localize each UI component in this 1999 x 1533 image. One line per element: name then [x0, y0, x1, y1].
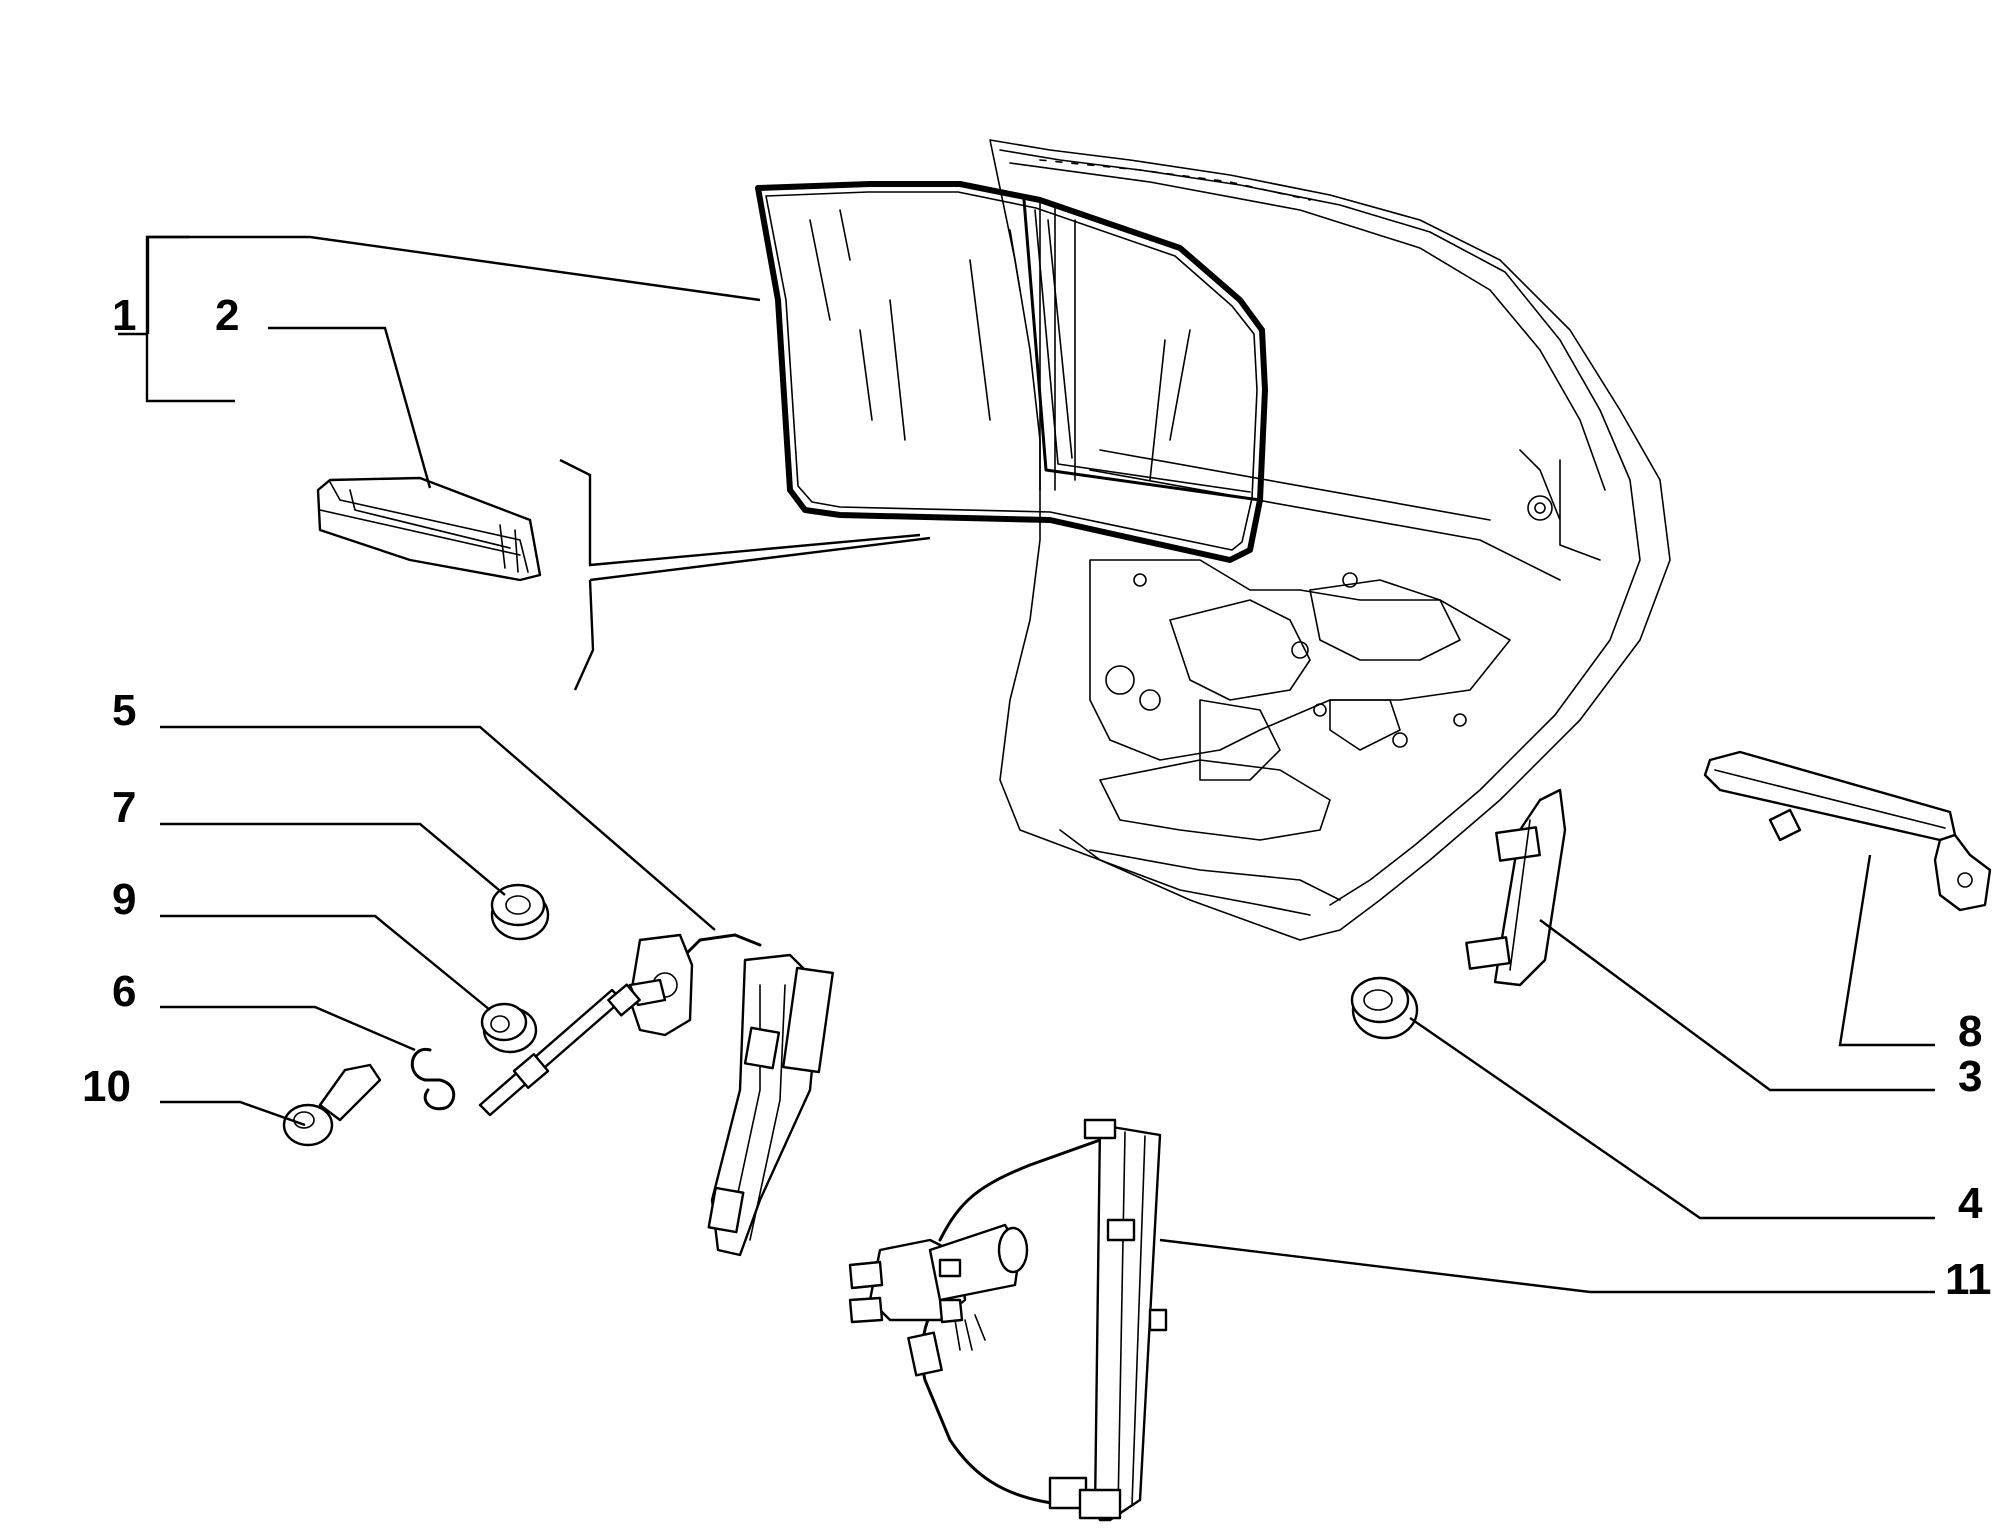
leader-10 [160, 1100, 306, 1127]
bushing-4 [1350, 976, 1419, 1040]
leader-2 [268, 326, 432, 489]
leader-5 [160, 725, 716, 931]
leader-lines [118, 235, 1935, 1294]
manual-window-regulator [478, 933, 834, 1257]
glass-support-bracket [1703, 750, 1992, 912]
leader-6 [160, 1005, 416, 1052]
callout-4: 4 [1958, 1179, 1983, 1228]
bushing-7 [490, 883, 550, 941]
door-window-frame [1022, 198, 1262, 502]
glass-guide-channel [316, 476, 542, 582]
leader-1 [146, 235, 190, 334]
leader-11 [1159, 1238, 1935, 1294]
leader-8 [1838, 854, 1935, 1047]
callout-7: 7 [112, 783, 137, 832]
door-glass [755, 181, 1268, 563]
leader-7 [160, 822, 506, 896]
leader-3 [1539, 919, 1935, 1092]
bushing-9 [480, 1002, 538, 1054]
door-panel [989, 139, 1671, 941]
spring-clip [410, 1048, 456, 1111]
callout-11: 11 [1945, 1255, 1992, 1304]
rear-guide-rail [1465, 788, 1567, 987]
callout-9: 9 [112, 875, 137, 924]
callout-2: 2 [215, 291, 240, 340]
window-crank-handle [282, 1063, 382, 1147]
electric-window-regulator [848, 1118, 1168, 1522]
leader-4 [1409, 1017, 1935, 1220]
callout-6: 6 [112, 967, 137, 1016]
callout-1: 1 [112, 291, 137, 340]
callout-5: 5 [112, 686, 137, 735]
callout-3: 3 [1958, 1052, 1983, 1101]
leader-9 [160, 914, 491, 1011]
callout-8: 8 [1958, 1007, 1983, 1056]
callout-10: 10 [82, 1062, 131, 1111]
